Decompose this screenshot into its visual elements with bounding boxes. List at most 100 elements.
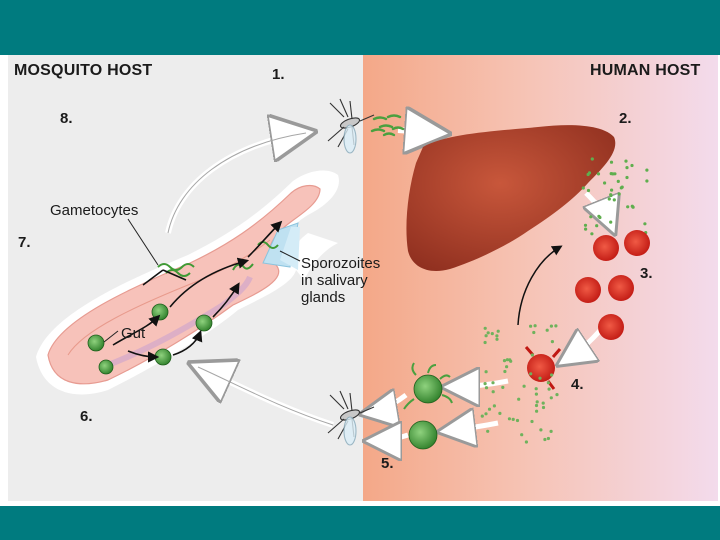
merozoite-dot bbox=[520, 433, 524, 437]
merozoite-dot bbox=[538, 376, 542, 380]
sporozoites-label-line1: Sporozoites bbox=[301, 255, 380, 272]
merozoite-dot bbox=[617, 192, 621, 196]
merozoite-dot bbox=[484, 370, 488, 374]
merozoite-dot bbox=[549, 324, 554, 328]
merozoite-dot bbox=[535, 400, 539, 404]
merozoite-dot bbox=[498, 411, 502, 415]
merozoite-dot bbox=[487, 407, 492, 411]
merozoite-dot bbox=[495, 337, 499, 341]
human-host-label: HUMAN HOST bbox=[590, 62, 700, 79]
merozoite-dot bbox=[543, 437, 547, 442]
merozoite-dot bbox=[541, 405, 546, 410]
internal-arrows bbox=[112, 220, 283, 363]
merozoite-dot bbox=[517, 397, 521, 401]
mosquito-host-label: MOSQUITO HOST bbox=[14, 62, 152, 79]
merozoite-dot bbox=[484, 386, 489, 390]
step-5-label: 5. bbox=[381, 455, 394, 472]
sporozoites-label-line2: in salivary bbox=[301, 272, 368, 289]
merozoite-dot bbox=[625, 175, 629, 180]
step-2-label: 2. bbox=[619, 110, 632, 127]
merozoite-dot bbox=[484, 334, 488, 338]
merozoite-dot bbox=[486, 429, 490, 433]
merozoite-dot bbox=[609, 160, 614, 164]
merozoite-dot bbox=[529, 372, 533, 376]
merozoite-dot bbox=[595, 224, 599, 228]
merozoite-dot bbox=[609, 220, 613, 224]
merozoite-dot bbox=[515, 418, 520, 423]
merozoite-dot bbox=[555, 393, 559, 397]
merozoite-dot bbox=[491, 381, 495, 385]
merozoite-dot bbox=[645, 179, 649, 183]
merozoite-dot bbox=[539, 428, 543, 432]
merozoite-dot bbox=[535, 409, 539, 413]
merozoite-dot bbox=[549, 429, 553, 433]
mosquito-icon bbox=[327, 390, 375, 446]
merozoite-dot bbox=[596, 172, 601, 176]
merozoite-dot bbox=[547, 387, 551, 391]
merozoite-dot bbox=[643, 222, 647, 226]
merozoite-dot bbox=[530, 353, 535, 357]
blood-merozoite-dots bbox=[480, 324, 559, 444]
merozoite-dot bbox=[597, 214, 601, 218]
merozoite-dot bbox=[508, 358, 512, 362]
merozoite-dot bbox=[483, 340, 487, 345]
top-band bbox=[0, 0, 720, 55]
merozoite-dot bbox=[546, 436, 551, 441]
merozoite-dot bbox=[590, 232, 594, 236]
merozoite-dot bbox=[483, 326, 487, 330]
merozoite-dot bbox=[581, 186, 585, 190]
sporozoites-label-line3: glands bbox=[301, 289, 345, 306]
step-1-label: 1. bbox=[272, 66, 285, 83]
merozoite-dot bbox=[501, 385, 505, 389]
merozoite-dot bbox=[483, 382, 487, 386]
merozoite-dot bbox=[630, 163, 634, 168]
merozoite-dot bbox=[522, 384, 526, 388]
merozoite-dot bbox=[511, 417, 515, 421]
merozoite-dot bbox=[495, 334, 499, 338]
merozoite-dot bbox=[503, 369, 507, 374]
gametocyte-icon bbox=[403, 362, 453, 450]
merozoite-dot bbox=[611, 172, 615, 176]
merozoite-dot bbox=[545, 328, 549, 332]
sporozoites-cluster bbox=[370, 114, 405, 137]
merozoite-dot bbox=[484, 412, 488, 416]
merozoite-dot bbox=[589, 215, 593, 219]
merozoite-dot bbox=[492, 404, 496, 408]
red-blood-cell-icon bbox=[524, 230, 650, 390]
merozoite-dot bbox=[607, 197, 611, 201]
step-8-label: 8. bbox=[60, 110, 73, 127]
merozoite-dot bbox=[624, 159, 628, 163]
arrow-icon bbox=[397, 130, 440, 133]
step-3-label: 3. bbox=[640, 265, 653, 282]
gut-label: Gut bbox=[121, 325, 146, 342]
merozoite-dot bbox=[626, 205, 630, 209]
step-6-label: 6. bbox=[80, 408, 93, 425]
step-7-label: 7. bbox=[18, 234, 31, 251]
bottom-band bbox=[0, 506, 720, 540]
merozoite-dot bbox=[496, 329, 500, 333]
merozoite-dot bbox=[590, 157, 594, 161]
merozoite-dot bbox=[524, 440, 529, 444]
arrow-icon bbox=[450, 381, 509, 387]
arrow-icon bbox=[372, 435, 409, 441]
merozoite-dot bbox=[541, 401, 545, 405]
merozoite-dot bbox=[645, 168, 649, 172]
step-4-label: 4. bbox=[571, 376, 584, 393]
merozoite-dot bbox=[550, 340, 555, 344]
merozoite-dot bbox=[480, 414, 484, 418]
merozoite-dot bbox=[530, 419, 534, 424]
arrow-icon bbox=[167, 132, 307, 234]
merozoite-dot bbox=[549, 396, 553, 400]
merozoite-dot bbox=[620, 185, 624, 189]
merozoite-dot bbox=[616, 179, 620, 183]
arrow-icon bbox=[368, 395, 408, 413]
mosquito-icon bbox=[327, 98, 375, 154]
merozoite-dot bbox=[532, 330, 536, 335]
merozoite-dot bbox=[583, 223, 588, 227]
merozoite-dot bbox=[529, 324, 533, 328]
merozoite-dot bbox=[550, 373, 554, 377]
merozoite-dot bbox=[534, 387, 538, 391]
merozoite-dot bbox=[603, 181, 607, 185]
arrow-icon bbox=[446, 423, 499, 431]
